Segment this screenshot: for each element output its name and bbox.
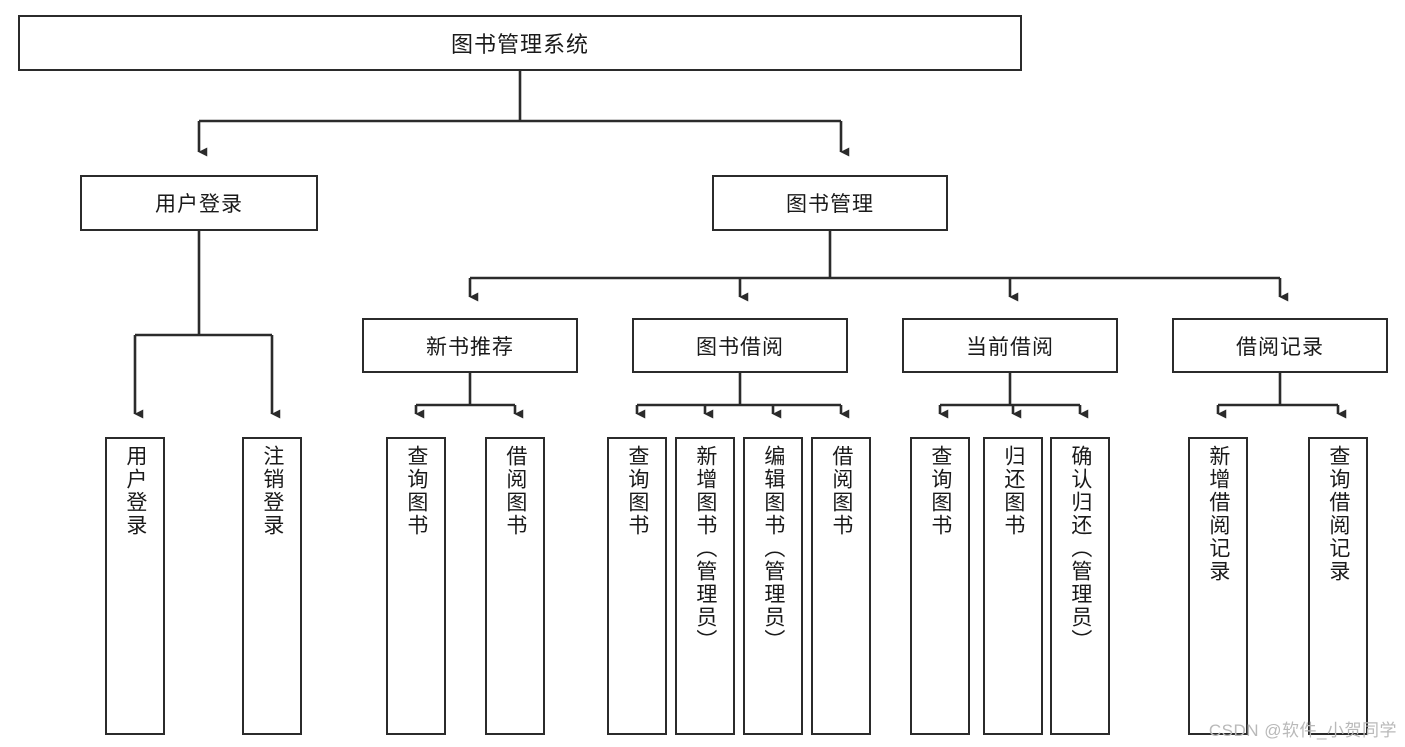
node-leaf-label: 借阅图书 <box>503 445 527 537</box>
node-leaf-11[interactable]: 新增借阅记录 <box>1188 437 1248 735</box>
node-leaf-5[interactable]: 新增图书（管理员） <box>675 437 735 735</box>
node-leaf-3[interactable]: 借阅图书 <box>485 437 545 735</box>
node-leaf-0[interactable]: 用户登录 <box>105 437 165 735</box>
node-leaf-label: 注销登录 <box>260 445 284 537</box>
node-leaf-7[interactable]: 借阅图书 <box>811 437 871 735</box>
node-leaf-label: 归还图书 <box>1001 445 1025 537</box>
node-leaf-10[interactable]: 确认归还（管理员） <box>1050 437 1110 735</box>
node-leaf-label: 查询图书 <box>625 445 649 537</box>
csdn-watermark: CSDN @软件_小贺同学 <box>1208 721 1397 740</box>
node-leaf-6[interactable]: 编辑图书（管理员） <box>743 437 803 735</box>
node-level1-0[interactable]: 用户登录 <box>80 175 318 231</box>
node-leaf-label: 新增借阅记录 <box>1206 445 1230 583</box>
node-level2-1[interactable]: 图书借阅 <box>632 318 848 373</box>
node-level2-2[interactable]: 当前借阅 <box>902 318 1118 373</box>
node-leaf-9[interactable]: 归还图书 <box>983 437 1043 735</box>
node-leaf-label: 借阅图书 <box>829 445 853 537</box>
node-leaf-label: 编辑图书（管理员） <box>761 445 785 652</box>
node-leaf-label: 查询图书 <box>928 445 952 537</box>
node-leaf-label: 确认归还（管理员） <box>1068 445 1092 652</box>
node-leaf-label: 查询借阅记录 <box>1326 445 1350 583</box>
node-leaf-1[interactable]: 注销登录 <box>242 437 302 735</box>
node-root[interactable]: 图书管理系统 <box>18 15 1022 71</box>
node-level2-0[interactable]: 新书推荐 <box>362 318 578 373</box>
node-leaf-4[interactable]: 查询图书 <box>607 437 667 735</box>
node-leaf-label: 新增图书（管理员） <box>693 445 717 652</box>
node-level1-1[interactable]: 图书管理 <box>712 175 948 231</box>
node-leaf-label: 查询图书 <box>404 445 428 537</box>
node-leaf-label: 用户登录 <box>123 445 147 537</box>
node-leaf-8[interactable]: 查询图书 <box>910 437 970 735</box>
node-leaf-2[interactable]: 查询图书 <box>386 437 446 735</box>
node-leaf-12[interactable]: 查询借阅记录 <box>1308 437 1368 735</box>
node-level2-3[interactable]: 借阅记录 <box>1172 318 1388 373</box>
